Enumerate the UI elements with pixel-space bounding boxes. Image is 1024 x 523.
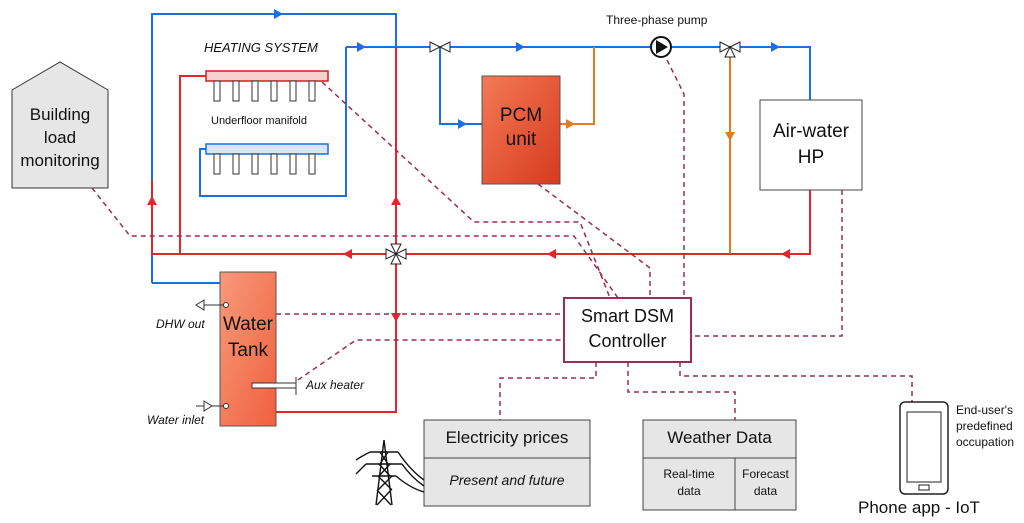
air-water-hp-box [759, 99, 863, 191]
arrow-right [458, 119, 467, 129]
arrow-right [771, 42, 780, 52]
arrow-right [357, 42, 366, 52]
three-phase-pump-icon [650, 36, 672, 58]
building-load-label: Building load monitoring [20, 105, 100, 170]
arrow-left [781, 249, 790, 259]
water-inlet-fitting [196, 400, 229, 412]
present-future-label: Present and future [449, 472, 565, 488]
dhw-out-fitting [195, 299, 229, 311]
valve-four-way [385, 243, 407, 265]
water-tank-label: Water Tank [223, 314, 273, 361]
link-electricity [499, 362, 597, 420]
phone-icon [899, 401, 949, 495]
link-hp [691, 190, 843, 337]
forecast-data-label: Forecast data [742, 467, 789, 498]
manifold-bottom [205, 143, 329, 175]
pcm-unit-label: PCM unit [499, 105, 543, 150]
control-signal-lines [91, 59, 913, 420]
link-pcm [537, 183, 651, 298]
aux-heater-label: Aux heater [306, 378, 365, 392]
water-inlet-label: Water inlet [147, 413, 205, 427]
arrow-right [516, 42, 525, 52]
building-shape [11, 61, 109, 189]
return-arrows [147, 196, 790, 322]
link-phone [679, 362, 913, 402]
arrow-left [547, 249, 556, 259]
valve-left [429, 41, 451, 53]
return-heating-loop [179, 75, 206, 254]
aux-heater-element [251, 377, 297, 395]
electricity-prices-box [423, 419, 591, 507]
arrow-left [343, 249, 352, 259]
link-building [91, 187, 619, 299]
end-user-label: End-user's predefined occupation [956, 403, 1015, 449]
real-time-data-label: Real-time data [663, 467, 715, 498]
air-water-hp-label: Air-water HP [772, 121, 849, 168]
weather-data-title: Weather Data [667, 428, 772, 447]
valve-right [719, 41, 741, 58]
supply-main-line [346, 46, 811, 100]
phone-app-label: Phone app - IoT [858, 498, 980, 517]
water-tank-box [219, 271, 277, 427]
orange-pipes [560, 47, 731, 254]
heating-system-label: HEATING SYSTEM [204, 40, 318, 55]
power-tower-icon [355, 439, 425, 506]
three-phase-pump-label: Three-phase pump [606, 13, 708, 27]
pcm-unit-box [481, 75, 561, 185]
manifold-top [205, 70, 329, 102]
smart-dsm-label: Smart DSM Controller [580, 306, 674, 351]
weather-data-box [642, 419, 797, 511]
electricity-prices-title: Electricity prices [445, 428, 569, 447]
supply-arrows [274, 9, 780, 129]
link-manifold [321, 81, 611, 299]
arrow-down [391, 313, 401, 322]
link-aux-heater [297, 339, 564, 381]
arrow-up [147, 196, 157, 205]
dhw-out-label: DHW out [156, 317, 205, 331]
underfloor-manifold-label: Underfloor manifold [211, 115, 307, 127]
arrow-up [391, 196, 401, 205]
supply-to-pcm [439, 47, 482, 125]
smart-dsm-box [563, 297, 692, 363]
arrow-right [566, 119, 575, 129]
link-pump [666, 59, 685, 298]
return-main-line [151, 180, 811, 255]
arrow-down [725, 132, 735, 141]
return-vertical [276, 47, 397, 413]
arrow-right [274, 9, 283, 19]
link-weather [627, 362, 736, 420]
orange-arrows [566, 119, 735, 141]
pcm-outlet [560, 47, 595, 125]
